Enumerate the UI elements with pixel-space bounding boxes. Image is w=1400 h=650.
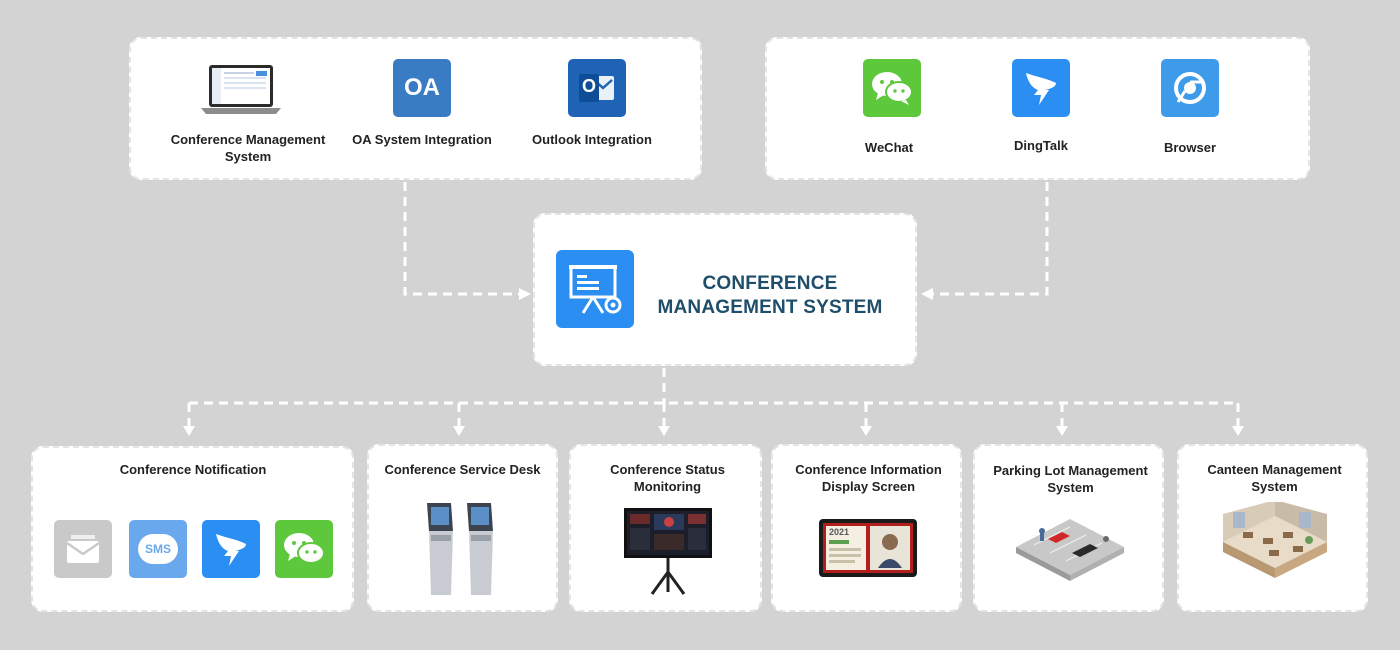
output-label: Parking Lot Management System: [993, 463, 1148, 495]
dingtalk-icon: [202, 520, 260, 578]
oa-icon: OA: [393, 59, 451, 117]
arrow-head: [519, 288, 531, 300]
access-panel: WeChat DingTalk Browser: [765, 37, 1310, 180]
output-panel-parking-lot: Parking Lot Management System: [973, 444, 1164, 612]
output-panel-display-screen: Conference Information Display Screen 20…: [771, 444, 962, 612]
arrow-head: [1056, 426, 1068, 436]
arrow-head: [658, 426, 670, 436]
access-label: WeChat: [864, 140, 914, 155]
parking-lot-icon: [1010, 509, 1130, 589]
outlook-icon: O: [568, 59, 626, 117]
output-label: Conference Information Display Screen: [795, 462, 942, 494]
output-panel-status-monitoring: Conference Status Monitoring: [569, 444, 762, 612]
output-label: Conference Service Desk: [384, 462, 541, 477]
arrow-head: [453, 426, 465, 436]
oa-icon-text: OA: [404, 74, 440, 101]
arrow-head: [1232, 426, 1244, 436]
integration-panel: Conference Management System OA OA Syste…: [129, 37, 702, 180]
browser-icon: [1161, 59, 1219, 117]
laptop-icon: [201, 63, 281, 115]
output-label: Canteen Management System: [1207, 462, 1342, 494]
output-label: Conference Status Monitoring: [610, 462, 725, 494]
sms-icon-text: SMS: [144, 542, 171, 556]
email-icon: [54, 520, 112, 578]
arrow-head: [921, 288, 933, 300]
integration-label: OA System Integration: [352, 132, 492, 147]
display-screen-year: 2021: [829, 527, 850, 537]
integration-label: Outlook Integration: [532, 132, 652, 147]
arrow-head: [183, 426, 195, 436]
access-label: DingTalk: [1014, 138, 1068, 153]
core-system-panel: [533, 213, 917, 366]
canteen-icon: [1219, 500, 1331, 594]
output-label: Conference Notification: [119, 462, 267, 477]
output-panel-canteen: Canteen Management System: [1177, 444, 1368, 612]
sms-icon: SMS: [129, 520, 187, 578]
display-screen-icon: 2021: [818, 518, 918, 578]
core-system-title: CONFERENCE MANAGEMENT SYSTEM: [657, 273, 883, 318]
integration-label: Conference Management System: [170, 132, 326, 164]
wechat-icon: [275, 520, 333, 578]
access-label: Browser: [1163, 140, 1217, 155]
monitor-stand-icon: [622, 506, 714, 596]
output-panel-service-desk: Conference Service Desk: [367, 444, 558, 612]
kiosk-icon: [419, 501, 509, 597]
presentation-gear-icon: [556, 250, 634, 328]
arrow-head: [860, 426, 872, 436]
dingtalk-icon: [1012, 59, 1070, 117]
wechat-icon: [863, 59, 921, 117]
output-panel-notification: Conference Notification SMS: [31, 446, 354, 612]
outlook-icon-text: O: [582, 76, 597, 96]
